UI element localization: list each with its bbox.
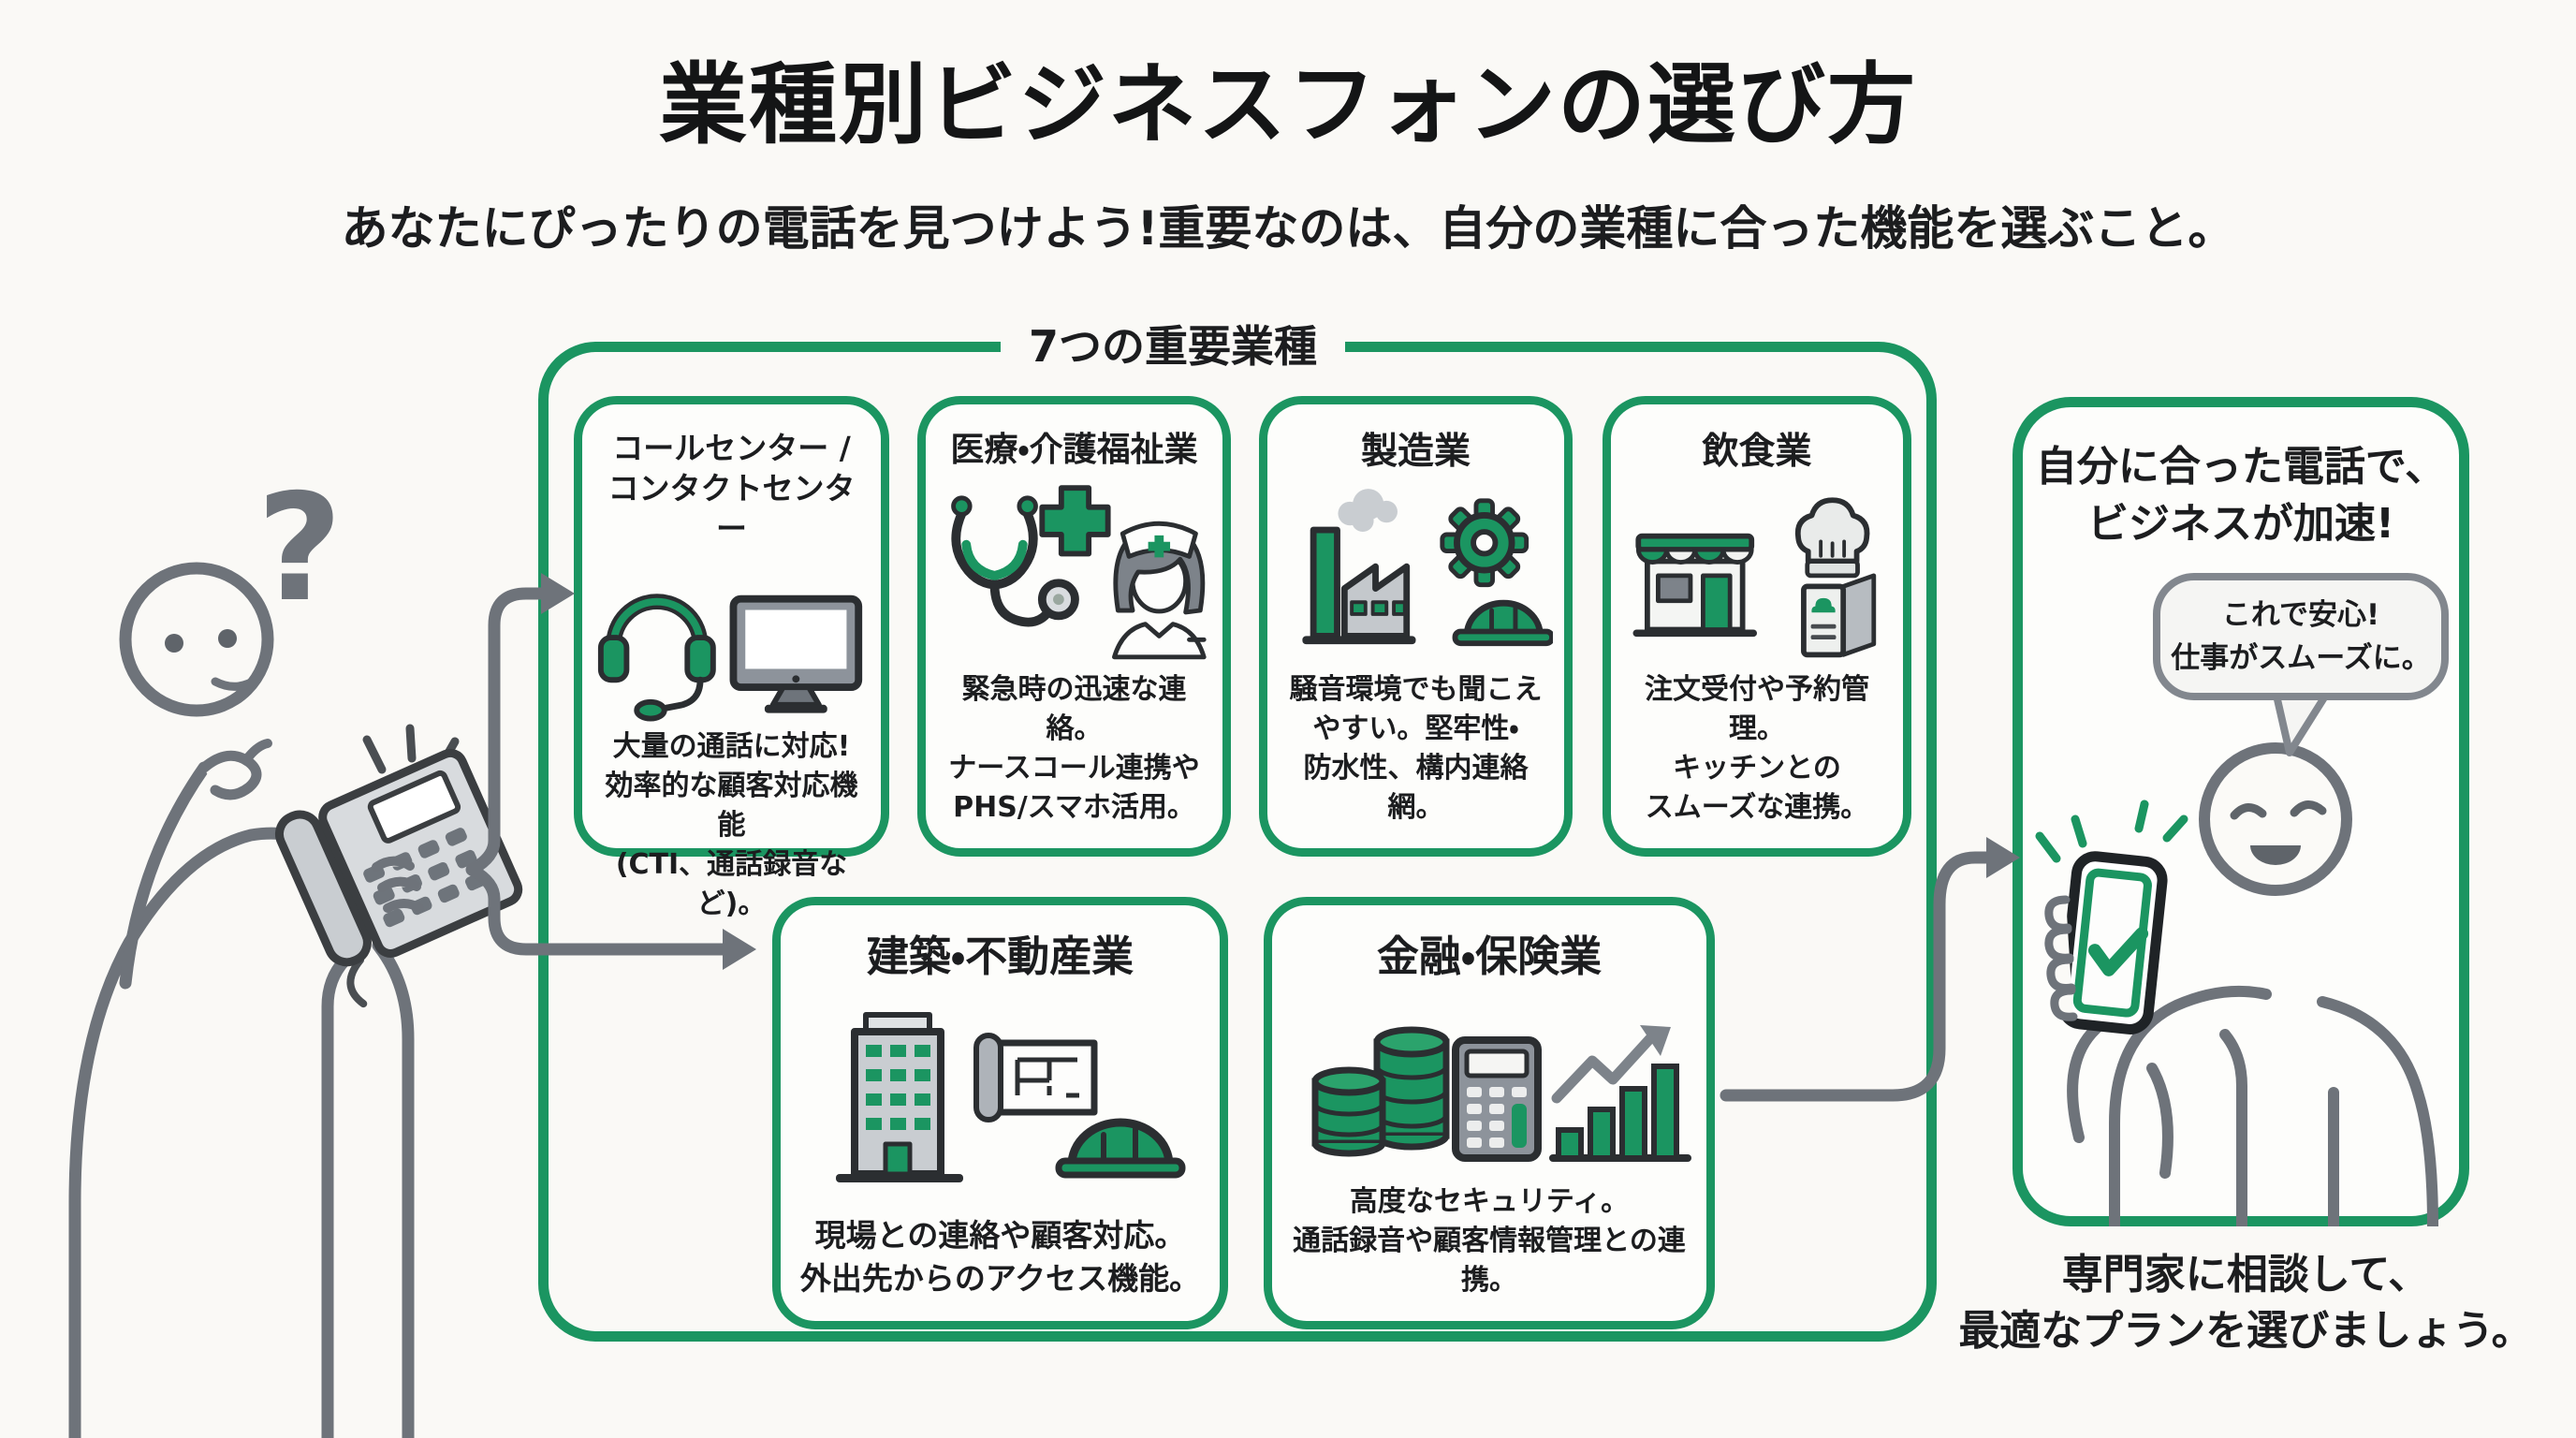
blueprint-icon <box>973 1032 1097 1123</box>
nurse-icon <box>1112 521 1207 660</box>
card-description: 注文受付や予約管理。 キッチンとの スムーズな連携。 <box>1645 673 1869 824</box>
card-icons <box>1283 985 1695 1183</box>
industries-group-label: 7つの重要業種 <box>1000 313 1346 374</box>
menu-icon <box>1801 573 1877 658</box>
holding-hand <box>372 856 424 913</box>
card-title: 建築・不動産業 <box>866 932 1134 981</box>
desk-phone-icon <box>274 748 523 1008</box>
card-icons <box>937 473 1211 670</box>
factory-icon <box>1302 527 1416 645</box>
card-description: 高度なセキュリティ。 通話録音や顧客情報管理との連携。 <box>1293 1185 1686 1297</box>
question-mark: ? <box>256 462 343 635</box>
card-icons <box>792 985 1208 1214</box>
card-title: 医療・介護福祉業 <box>950 431 1198 469</box>
result-panel-title: 自分に合った電話で、 ビジネスが加速! <box>2035 443 2447 548</box>
card-title: 飲食業 <box>1702 431 1812 473</box>
headset-icon <box>597 593 716 722</box>
page-subtitle: あなたにぴったりの電話を見つけよう!重要なのは、自分の業種に合った機能を選ぶこと… <box>341 201 2235 256</box>
chef-hat-icon <box>1794 497 1870 579</box>
card-manufacturing: 製造業 <box>1259 396 1573 857</box>
coin-stack-icon <box>1311 1026 1450 1157</box>
ring-lines <box>362 724 460 774</box>
card-food-service: 飲食業 <box>1603 396 1911 857</box>
card-description: 現場との連絡や顧客対応。 外出先からのアクセス機能。 <box>799 1216 1201 1297</box>
card-medical-care: 医療・介護福祉業 <box>917 396 1231 857</box>
card-icons <box>593 550 870 727</box>
card-description: 大量の通話に対応! 効率的な顧客対応機能 (CTI、通話録音など)。 <box>605 729 858 920</box>
card-title: 製造業 <box>1360 431 1471 473</box>
hard-hat-icon <box>1452 600 1553 647</box>
stethoscope-icon <box>951 495 1079 627</box>
medical-cross-icon <box>1039 485 1111 557</box>
card-description: 騒音環境でも聞こえ やすい。堅牢性・ 防水性、構内連絡網。 <box>1289 673 1543 824</box>
gear-icon <box>1440 498 1530 588</box>
card-title: 金融・保険業 <box>1376 932 1603 981</box>
speech-bubble: これで安心! 仕事がスムーズに。 <box>2153 573 2449 700</box>
card-icons <box>1279 477 1553 670</box>
card-call-center: コールセンター / コンタクトセンター <box>574 396 889 920</box>
thinking-person <box>68 562 415 1438</box>
card-icons <box>1622 477 1892 670</box>
hard-hat-icon <box>1055 1118 1185 1179</box>
growth-chart-icon <box>1549 1024 1691 1162</box>
office-building-icon <box>835 1011 963 1182</box>
card-construction-real-estate: 建築・不動産業 <box>772 897 1228 1329</box>
desktop-monitor-icon <box>729 594 863 713</box>
storefront-icon <box>1632 533 1757 638</box>
card-description: 緊急時の迅速な連絡。 ナースコール連携や PHS/スマホ活用。 <box>948 673 1200 824</box>
page-title: 業種別ビジネスフォンの選び方 <box>658 54 1917 156</box>
result-panel: 自分に合った電話で、 ビジネスが加速! <box>2012 397 2469 1226</box>
calculator-icon <box>1452 1035 1542 1162</box>
thinking-person-scene: ? <box>68 462 523 1438</box>
smoke-icon <box>1338 489 1398 533</box>
card-finance-insurance: 金融・保険業 <box>1264 897 1715 1329</box>
card-title: コールセンター / コンタクトセンター <box>607 430 856 547</box>
result-caption: 専門家に相談して、 最適なプランを選びましょう。 <box>1958 1251 2533 1355</box>
